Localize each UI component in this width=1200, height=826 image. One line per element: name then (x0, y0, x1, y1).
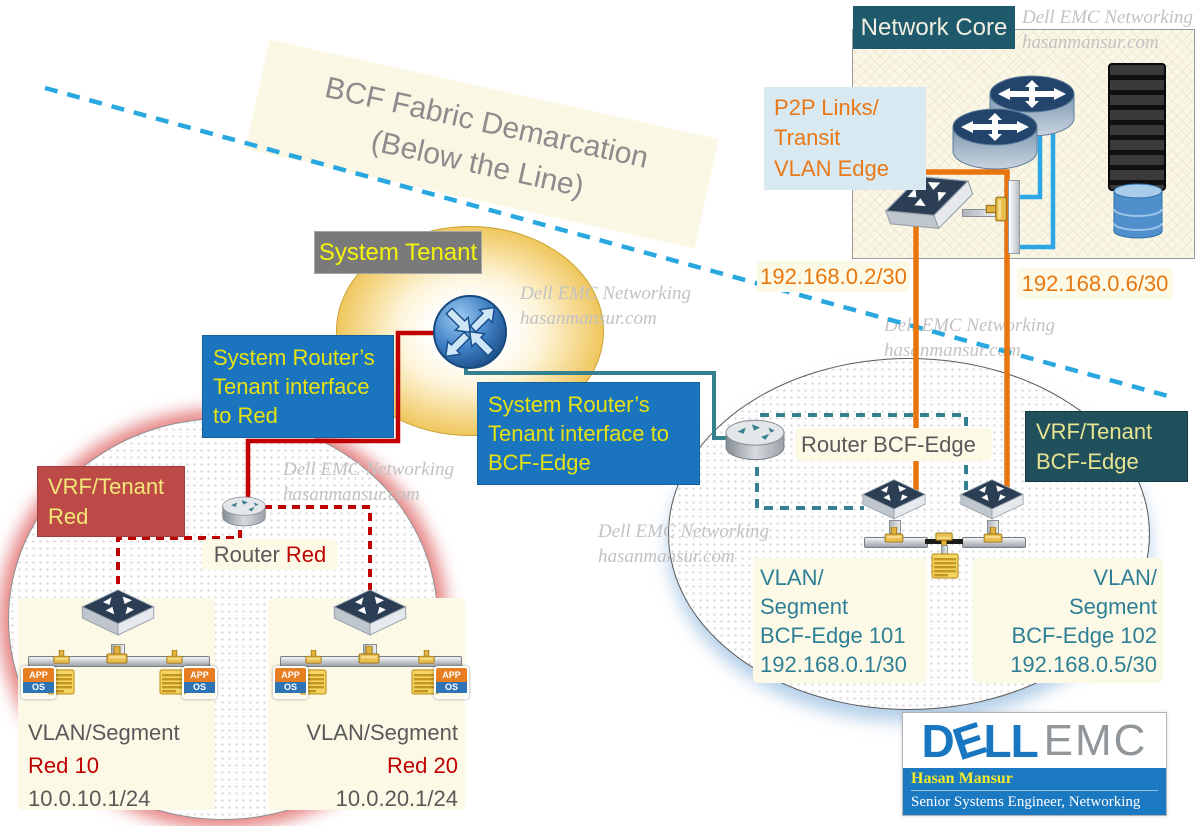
red-dashed-link-10 (116, 530, 242, 596)
gold-connector-icon (985, 196, 1008, 222)
segment-red20-label: VLAN/Segment Red 20 10.0.20.1/24 (306, 720, 458, 811)
segment-red10-label: VLAN/Segment Red 10 10.0.10.1/24 (28, 720, 180, 811)
gold-connector-icon (53, 650, 70, 664)
logo-banner: Hasan Mansur Senior Systems Engineer, Ne… (903, 768, 1166, 815)
system-tenant-label: System Tenant (314, 231, 482, 274)
orange-p2p-links (913, 169, 1010, 497)
author-name: Hasan Mansur (911, 770, 1158, 791)
gold-connector-icon (884, 527, 904, 543)
switch-icon-edge102 (960, 479, 1024, 520)
dell-wordmark: DELL (921, 711, 1039, 770)
gold-server-icon (931, 553, 959, 579)
teal-tenant-interface-line (464, 367, 729, 440)
dell-emc-wordmark: DELL EMC (903, 711, 1166, 770)
system-router-icon (433, 295, 507, 369)
switch-icon-red10 (81, 589, 155, 636)
ip-label-left: 192.168.0.2/30 (757, 261, 910, 292)
segment-edge102-panel (973, 558, 1163, 683)
red-tenant-interface-line (245, 330, 434, 497)
router-red-label: Router Red (202, 539, 338, 570)
router-bcf-edge-icon (725, 419, 785, 461)
cyan-core-link-2 (1017, 118, 1056, 250)
gold-connector-icon (305, 650, 322, 664)
segment-edge101-label: VLAN/ Segment BCF-Edge 101 192.168.0.1/3… (760, 565, 907, 677)
gold-connector-icon (166, 650, 183, 664)
author-role: Senior Systems Engineer, Networking (911, 794, 1141, 810)
router-bcf-edge-label: Router BCF-Edge (795, 428, 992, 461)
red-dashed-link-20 (264, 505, 372, 596)
teal-dashed-link-102 (760, 413, 968, 495)
gold-connector-icon (983, 527, 1003, 543)
gold-connector-icon (358, 646, 380, 664)
segment-edge101-panel (753, 558, 927, 683)
dell-emc-logo: DELL EMC Hasan Mansur Senior Systems Eng… (902, 711, 1167, 816)
server-rack-icon (1108, 63, 1166, 191)
database-icon (1113, 183, 1163, 239)
switch-icon-edge101 (862, 479, 926, 520)
emc-wordmark: EMC (1043, 715, 1148, 765)
segment-edge102-label: VLAN/ Segment BCF-Edge 102 192.168.0.5/3… (1010, 565, 1157, 677)
teal-dashed-link-101 (755, 467, 864, 510)
router-red-icon (222, 496, 266, 527)
network-core-header: Network Core (853, 6, 1015, 49)
demarcation-dashed-line (44, 85, 1169, 399)
gold-connector-icon (418, 650, 435, 664)
gold-connector-icon (106, 646, 128, 664)
patch-bar (1008, 180, 1020, 254)
switch-icon-red20 (333, 589, 407, 636)
ip-label-right: 192.168.0.6/30 (1017, 268, 1173, 299)
